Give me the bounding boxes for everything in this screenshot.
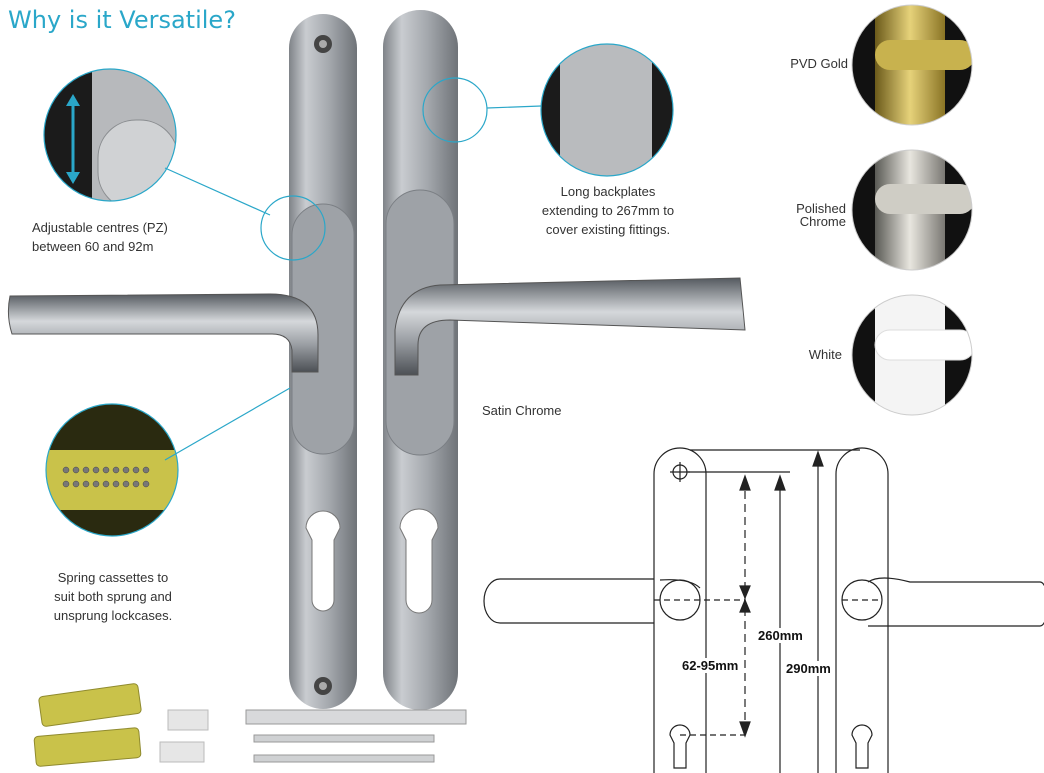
dimension-backplate-total: 290mm [785,661,832,676]
finish-label-white: White [808,347,842,362]
dimension-centres: 62-95mm [681,658,740,673]
accessories [33,683,467,767]
finish-polished-chrome-swatch [851,149,973,271]
page-title: Why is it Versatile? [8,6,236,34]
zoom-spring-cassette [45,403,179,537]
zoom-adjustable-centres [43,68,177,202]
finish-label-polished-chrome: Polished Chrome [796,201,846,229]
lever-right [394,277,746,376]
finish-white-swatch [851,294,973,416]
backplate-right [383,10,458,710]
technical-drawing [483,447,1044,773]
caption-satin-chrome: Satin Chrome [482,403,562,418]
caption-spring-cassettes: Spring cassettes to suit both sprung and… [53,570,173,623]
finish-pvd-gold-swatch [851,4,973,126]
zoom-long-backplates [540,43,674,177]
dimension-backplate-inner: 260mm [757,628,804,643]
caption-long-backplates: Long backplates extending to 267mm to co… [541,184,675,237]
caption-adjustable-centres: Adjustable centres (PZ) between 60 and 9… [32,220,168,254]
lever-left [7,293,319,373]
backplate-left [289,14,357,709]
finish-label-pvd-gold: PVD Gold [790,56,848,71]
